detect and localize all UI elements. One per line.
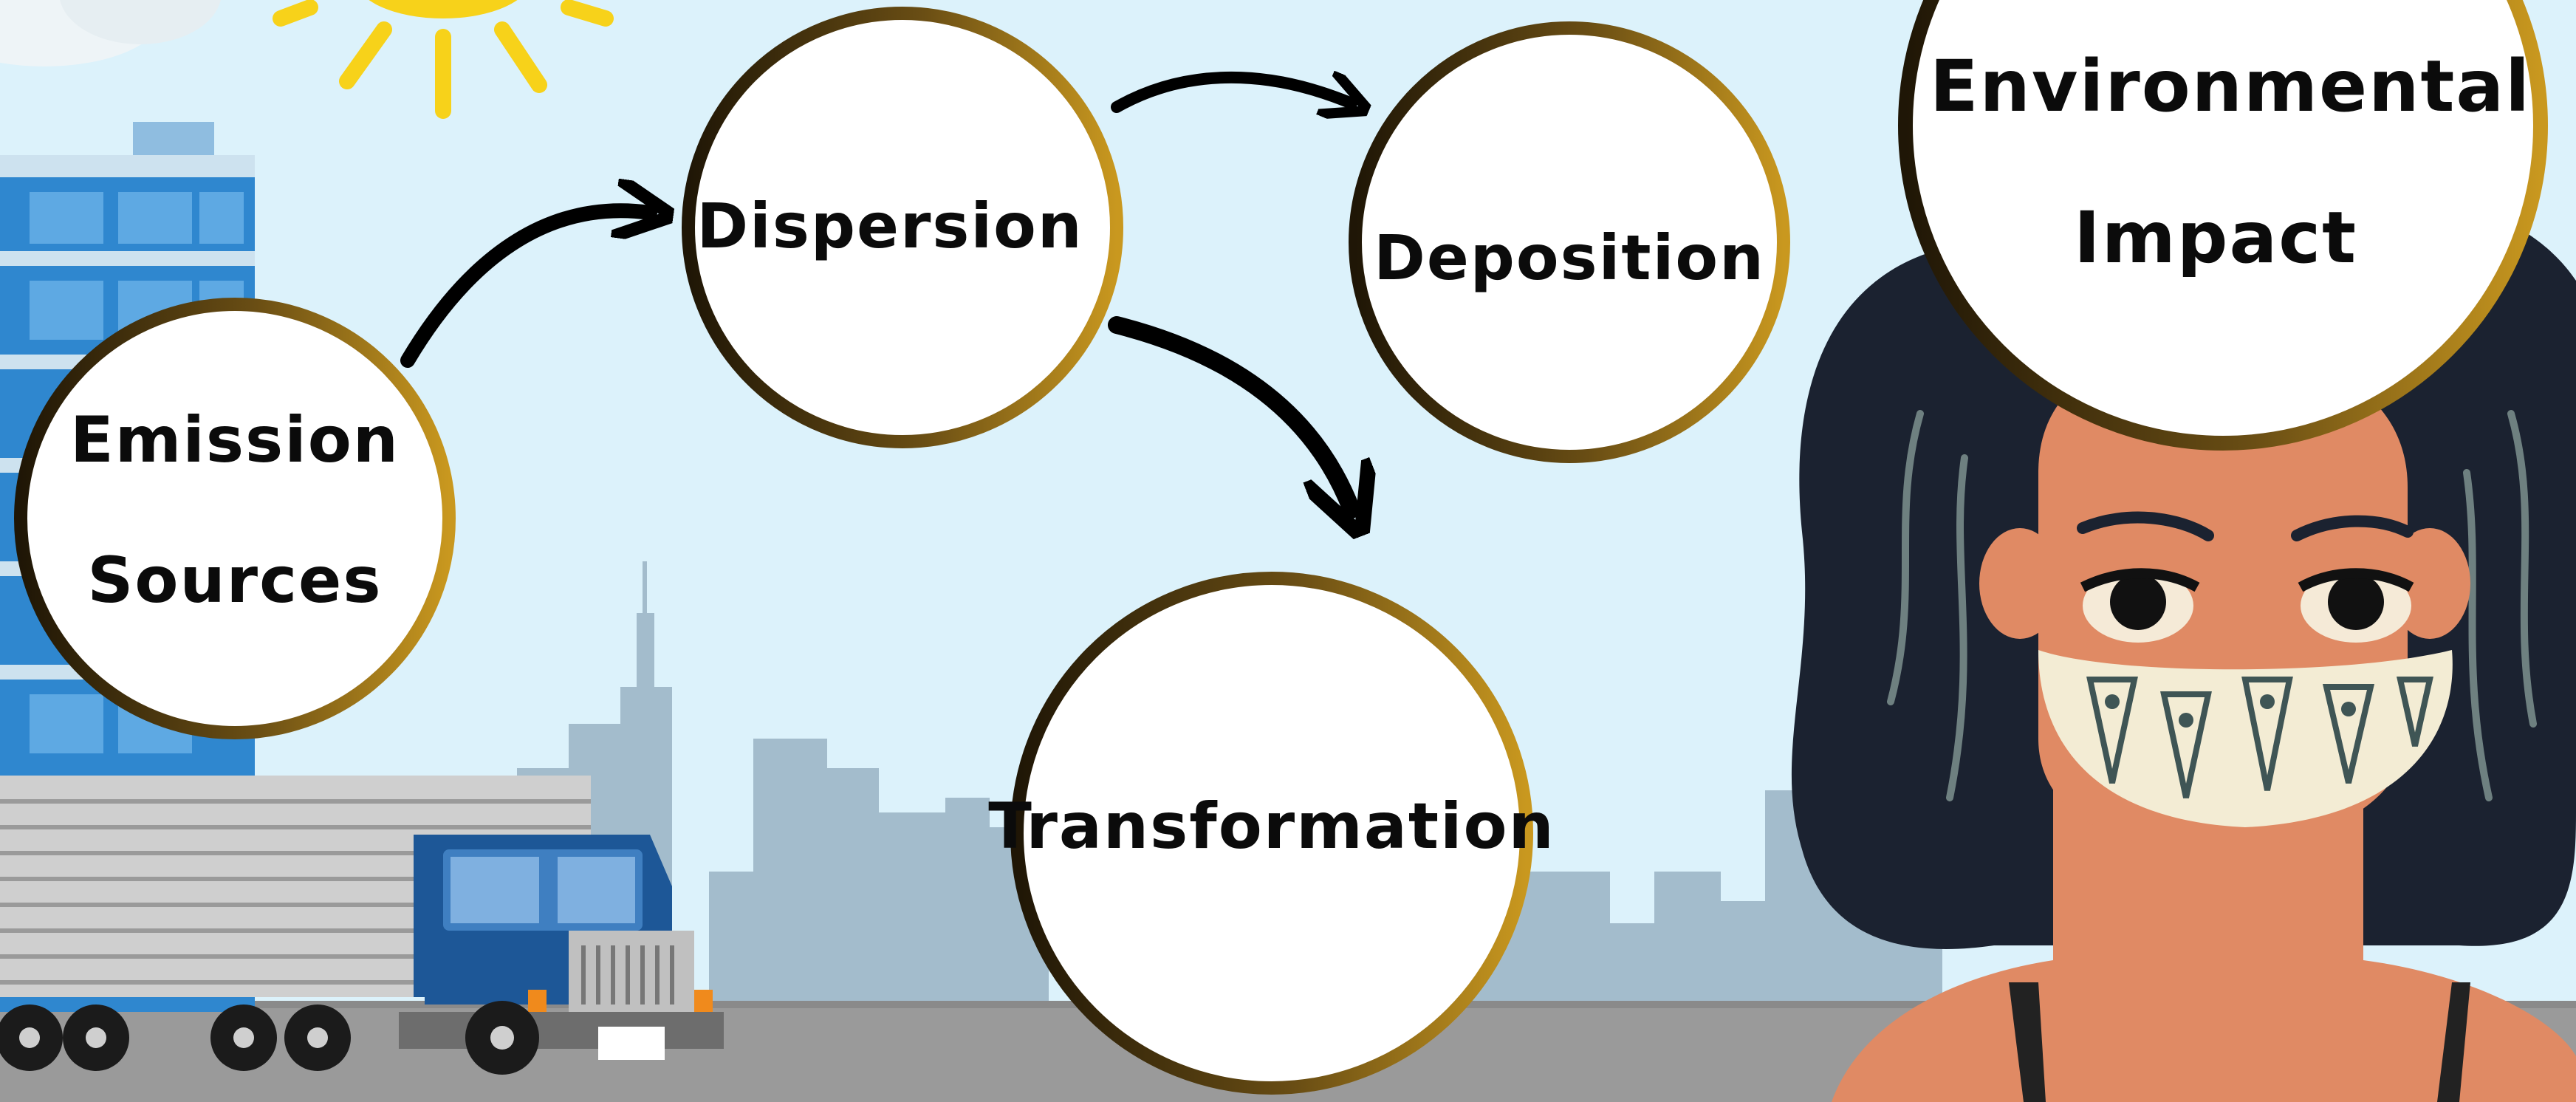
svg-text:Sources: Sources bbox=[87, 544, 382, 617]
svg-text:Transformation: Transformation bbox=[988, 790, 1555, 863]
svg-text:Impact: Impact bbox=[2074, 196, 2357, 279]
svg-text:Dispersion: Dispersion bbox=[696, 190, 1083, 262]
node-environmental-impact-line-2: Impact bbox=[2074, 196, 2357, 279]
truck bbox=[0, 776, 724, 1075]
sun-icon bbox=[273, 0, 614, 119]
node-deposition-label: Deposition bbox=[1374, 222, 1765, 294]
node-transformation-label: Transformation bbox=[988, 790, 1555, 863]
arrow-emission-to-dispersion bbox=[400, 211, 650, 368]
node-environmental-impact: Environmental Impact bbox=[1898, 0, 2548, 451]
masked-person-illustration bbox=[1791, 192, 2576, 1102]
node-emission-sources: Emission Sources bbox=[14, 298, 456, 739]
node-environmental-impact-line-1: Environmental bbox=[1930, 45, 2531, 128]
svg-text:Deposition: Deposition bbox=[1374, 222, 1765, 294]
svg-text:Emission: Emission bbox=[70, 403, 400, 477]
node-dispersion-label: Dispersion bbox=[696, 190, 1083, 262]
arrow-dispersion-to-transformation bbox=[1108, 316, 1352, 510]
node-transformation: Transformation bbox=[988, 572, 1555, 1095]
node-dispersion: Dispersion bbox=[682, 7, 1123, 448]
svg-text:Environmental: Environmental bbox=[1930, 45, 2531, 128]
cloud-icon bbox=[0, 0, 221, 66]
node-emission-sources-line-2: Sources bbox=[87, 544, 382, 617]
arrow-dispersion-to-deposition bbox=[1111, 78, 1352, 107]
node-emission-sources-line-1: Emission bbox=[70, 403, 400, 477]
node-deposition: Deposition bbox=[1349, 21, 1790, 463]
